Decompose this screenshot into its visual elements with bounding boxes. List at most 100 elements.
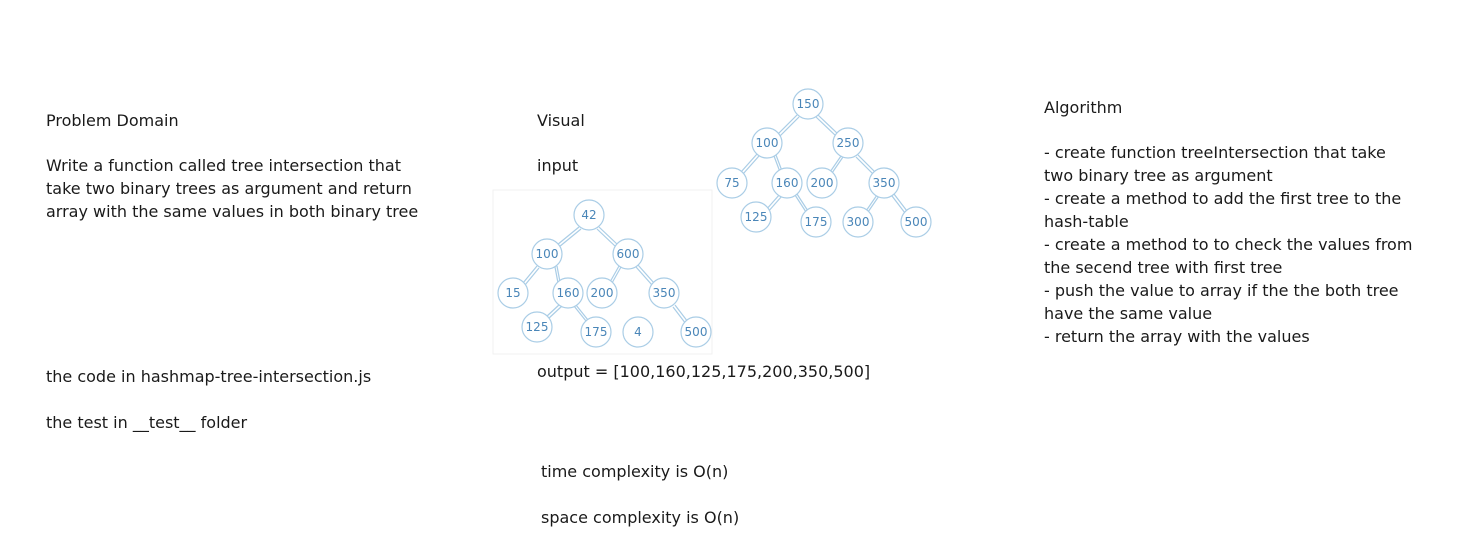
svg-text:75: 75 xyxy=(724,176,739,190)
tree-one-edges xyxy=(522,226,689,325)
algorithm-step: - create function treeIntersection that … xyxy=(1044,143,1386,162)
tree-node: 160 xyxy=(771,167,803,199)
tree-node: 200 xyxy=(586,277,618,309)
algorithm-steps: - create function treeIntersection that … xyxy=(1044,141,1412,348)
tree-edge xyxy=(742,155,760,175)
tree-node: 350 xyxy=(868,167,900,199)
tree-edge xyxy=(891,195,906,214)
tree-node: 200 xyxy=(806,167,838,199)
svg-text:500: 500 xyxy=(905,215,928,229)
tree-edge xyxy=(596,228,617,248)
algorithm-step: - create a method to add the first tree … xyxy=(1044,189,1402,208)
svg-text:4: 4 xyxy=(634,325,642,339)
tree-node: 500 xyxy=(900,206,932,238)
tree-node: 100 xyxy=(531,238,563,270)
tree-edge xyxy=(773,155,781,173)
tree-edge xyxy=(545,303,561,318)
tree-edge xyxy=(558,228,582,248)
svg-text:100: 100 xyxy=(756,136,779,150)
problem-domain-heading: Problem Domain xyxy=(46,111,179,130)
tree-node: 175 xyxy=(580,316,612,348)
svg-text:15: 15 xyxy=(505,286,520,300)
svg-text:100: 100 xyxy=(536,247,559,261)
svg-text:42: 42 xyxy=(581,208,596,222)
svg-text:350: 350 xyxy=(873,176,896,190)
svg-text:200: 200 xyxy=(591,286,614,300)
svg-text:125: 125 xyxy=(526,320,549,334)
tree-edge xyxy=(829,155,842,173)
algorithm-step: - return the array with the values xyxy=(1044,327,1310,346)
tree-edge xyxy=(815,116,838,138)
problem-description: Write a function called tree intersectio… xyxy=(46,154,418,223)
tree-node: 100 xyxy=(751,127,783,159)
test-note: the test in __test__ folder xyxy=(46,413,248,432)
tree-node: 300 xyxy=(842,206,874,238)
code-note: the code in hashmap-tree-intersection.js xyxy=(46,367,372,386)
tree-edge xyxy=(609,265,620,283)
time-complexity: time complexity is O(n) xyxy=(541,462,729,481)
tree-node: 4 xyxy=(622,316,654,348)
tree-edge xyxy=(547,305,563,320)
algorithm-step: have the same value xyxy=(1044,304,1213,323)
tree-edge xyxy=(794,194,807,213)
tree-edge xyxy=(865,194,878,212)
description-line: array with the same values in both binar… xyxy=(46,202,419,221)
tree-edge xyxy=(524,267,540,286)
tree-edge xyxy=(740,153,758,173)
tree-node: 500 xyxy=(680,316,712,348)
tree-edge xyxy=(635,266,653,286)
tree-node: 125 xyxy=(740,201,772,233)
tree-node: 250 xyxy=(832,127,864,159)
input-label: input xyxy=(537,156,579,175)
svg-text:150: 150 xyxy=(797,97,820,111)
tree-edge xyxy=(893,193,908,212)
svg-text:175: 175 xyxy=(805,215,828,229)
tree-edge xyxy=(611,266,622,284)
tree-node: 42 xyxy=(573,199,605,231)
tree-node: 75 xyxy=(716,167,748,199)
tree-edge xyxy=(556,265,561,283)
visual-heading: Visual xyxy=(537,111,585,130)
algorithm-step: - create a method to to check the values… xyxy=(1044,235,1413,254)
tree-edge xyxy=(575,304,589,321)
tree-edge xyxy=(556,226,580,246)
svg-text:500: 500 xyxy=(685,325,708,339)
algorithm-step: the secend tree with first tree xyxy=(1044,258,1283,277)
svg-text:250: 250 xyxy=(837,136,860,150)
output-label: output = [100,160,125,175,200,350,500] xyxy=(537,362,871,381)
svg-text:600: 600 xyxy=(617,247,640,261)
svg-text:175: 175 xyxy=(585,325,608,339)
tree-edge xyxy=(598,226,619,246)
tree-node: 350 xyxy=(648,277,680,309)
algorithm-heading: Algorithm xyxy=(1044,98,1123,117)
tree-node: 150 xyxy=(792,88,824,120)
algorithm-step: two binary tree as argument xyxy=(1044,166,1273,185)
svg-text:160: 160 xyxy=(776,176,799,190)
svg-text:160: 160 xyxy=(557,286,580,300)
tree-node: 125 xyxy=(521,311,553,343)
tree-edge xyxy=(831,156,844,174)
description-line: Write a function called tree intersectio… xyxy=(46,156,401,175)
tree-edge xyxy=(857,154,876,173)
tree-edge xyxy=(637,264,655,284)
tree-node: 160 xyxy=(552,277,584,309)
tree-edge xyxy=(775,154,783,172)
tree-edge xyxy=(855,156,874,175)
svg-text:350: 350 xyxy=(653,286,676,300)
tree-node: 175 xyxy=(800,206,832,238)
input-tree-frame xyxy=(492,189,713,355)
tree-edge xyxy=(672,306,687,325)
tree-node: 600 xyxy=(612,238,644,270)
tree-edge xyxy=(674,304,689,323)
svg-text:300: 300 xyxy=(847,215,870,229)
tree-edge xyxy=(778,116,800,138)
svg-text:200: 200 xyxy=(811,176,834,190)
svg-text:125: 125 xyxy=(745,210,768,224)
tree-edge xyxy=(573,305,587,322)
tree-edge xyxy=(776,114,798,136)
tree-edge xyxy=(554,266,559,284)
algorithm-step: hash-table xyxy=(1044,212,1129,231)
tree-edge xyxy=(796,193,809,212)
tree-edge xyxy=(867,195,880,213)
